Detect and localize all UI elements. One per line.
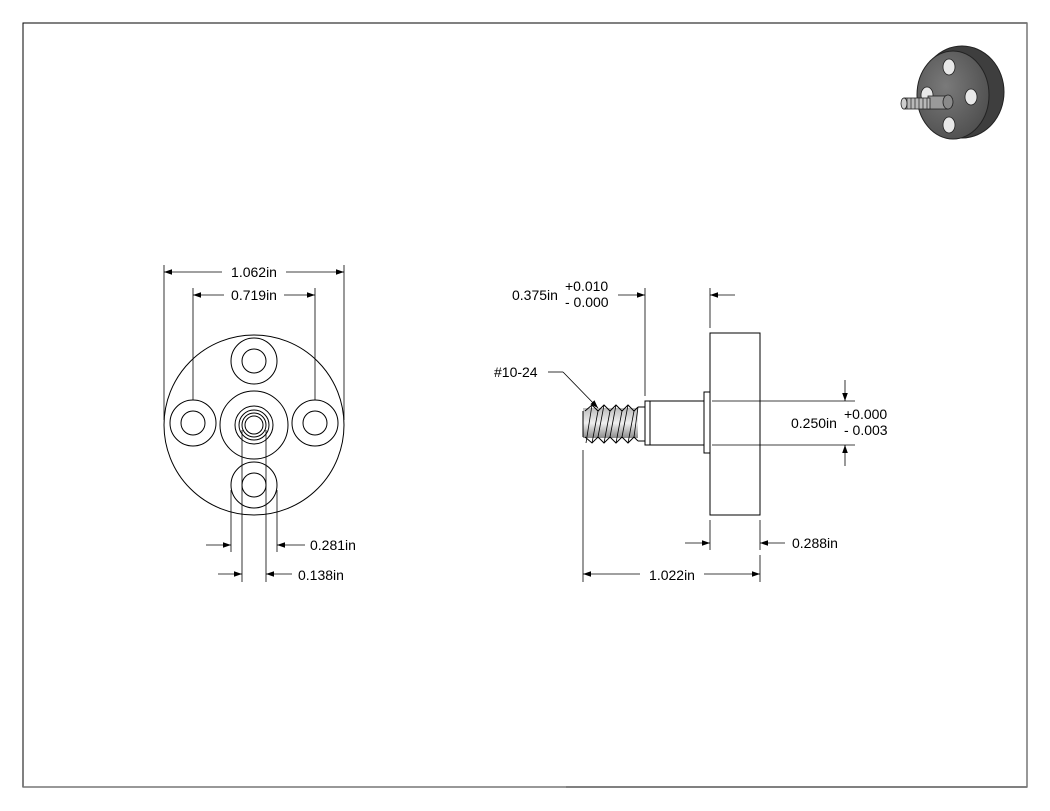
mounting-hole-top <box>230 337 278 385</box>
side-view: 0.375in +0.010 - 0.000 #10-24 0.250in +0… <box>494 278 888 583</box>
flange-outline <box>163 334 345 516</box>
shoulder-side <box>644 400 705 446</box>
front-view: 1.062in 0.719in 0.281in 0.138in <box>163 264 356 583</box>
sheet-frame <box>22 22 1028 788</box>
shoulder-circle <box>219 390 289 460</box>
dim-overall-diameter-text: 1.062in <box>231 264 277 280</box>
dim-bolt-circle <box>192 288 316 400</box>
dim-thread-diameter <box>218 430 292 582</box>
dim-flange-thickness-text: 0.288in <box>792 535 838 551</box>
isometric-view <box>900 45 1005 140</box>
dim-shoulder-length-text: 0.375in <box>512 287 558 303</box>
fillet-step <box>703 391 711 454</box>
thread-callout-leader <box>548 371 599 409</box>
dim-thread-diameter-text: 0.138in <box>298 567 344 583</box>
thread-outer-circle <box>234 405 274 445</box>
dim-bolt-circle-text: 0.719in <box>231 287 277 303</box>
dim-flange-thickness <box>685 520 785 550</box>
threaded-stud <box>582 404 645 444</box>
dim-hole-diameter <box>206 490 305 552</box>
dim-shoulder-diameter-tol-plus: +0.000 <box>844 406 887 422</box>
dim-overall-diameter <box>163 265 345 420</box>
dim-shoulder-length-tol-minus: - 0.000 <box>565 294 609 310</box>
dim-overall-length-text: 1.022in <box>649 567 695 583</box>
dim-shoulder-diameter-tol-minus: - 0.003 <box>844 422 888 438</box>
dim-overall-length <box>582 450 761 582</box>
dim-shoulder-length-tol-plus: +0.010 <box>565 278 608 294</box>
dim-shoulder-diameter-text: 0.250in <box>791 415 837 431</box>
dim-shoulder-diameter <box>712 380 855 466</box>
dim-hole-diameter-text: 0.281in <box>310 537 356 553</box>
iso-face <box>916 50 990 140</box>
dim-shoulder-length <box>618 288 735 396</box>
flange-side <box>709 332 761 516</box>
thread-callout-text: #10-24 <box>494 364 538 380</box>
